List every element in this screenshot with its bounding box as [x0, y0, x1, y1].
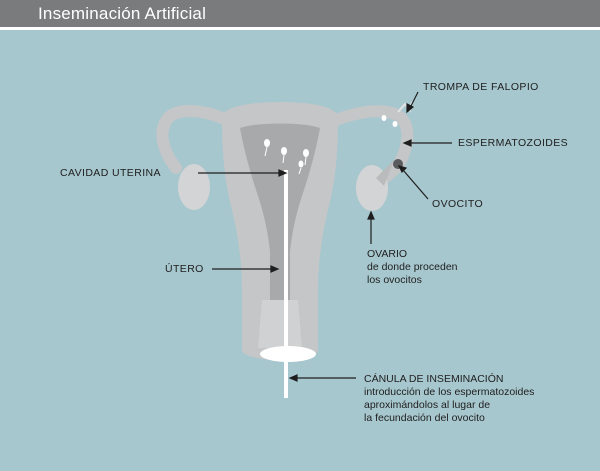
- cervix: [258, 300, 302, 348]
- title-bar: Inseminación Artificial: [0, 0, 600, 30]
- label-utero: ÚTERO: [165, 263, 204, 275]
- label-ovario-group: OVARIO de donde proceden los ovocitos: [367, 247, 458, 287]
- label-canula: CÁNULA DE INSEMINACIÓN: [364, 373, 504, 385]
- label-ovario-desc-2: los ovocitos: [367, 274, 422, 286]
- label-ovario: OVARIO: [367, 248, 408, 260]
- label-ovario-desc-1: de donde proceden: [367, 261, 458, 273]
- left-fallopian-tube: [156, 105, 238, 174]
- label-trompa: TROMPA DE FALOPIO: [423, 81, 539, 93]
- label-canula-group: CÁNULA DE INSEMINACIÓN introducción de l…: [364, 372, 534, 425]
- left-ovary: [178, 164, 210, 210]
- label-canula-desc-2: aproximándolos al lugar de: [364, 399, 491, 411]
- label-ovocito: OVOCITO: [432, 198, 484, 210]
- fimbria-funnel: [376, 160, 394, 186]
- label-canula-desc-1: introducción de los espermatozoides: [364, 386, 535, 398]
- sperm-cells: [264, 115, 398, 175]
- arrow-ovocito: [402, 169, 429, 200]
- uterine-cavity: [240, 123, 320, 300]
- label-cavidad: CAVIDAD UTERINA: [60, 167, 161, 179]
- arrow-trompa: [409, 91, 419, 109]
- label-canula-desc-3: la fecundación del ovocito: [364, 412, 485, 424]
- insemination-cannula: [284, 170, 288, 398]
- label-espermatozoides: ESPERMATOZOIDES: [458, 137, 569, 149]
- page-title: Inseminación Artificial: [38, 4, 207, 23]
- right-fallopian-tube: [322, 105, 414, 184]
- pointer-lines: [198, 91, 452, 382]
